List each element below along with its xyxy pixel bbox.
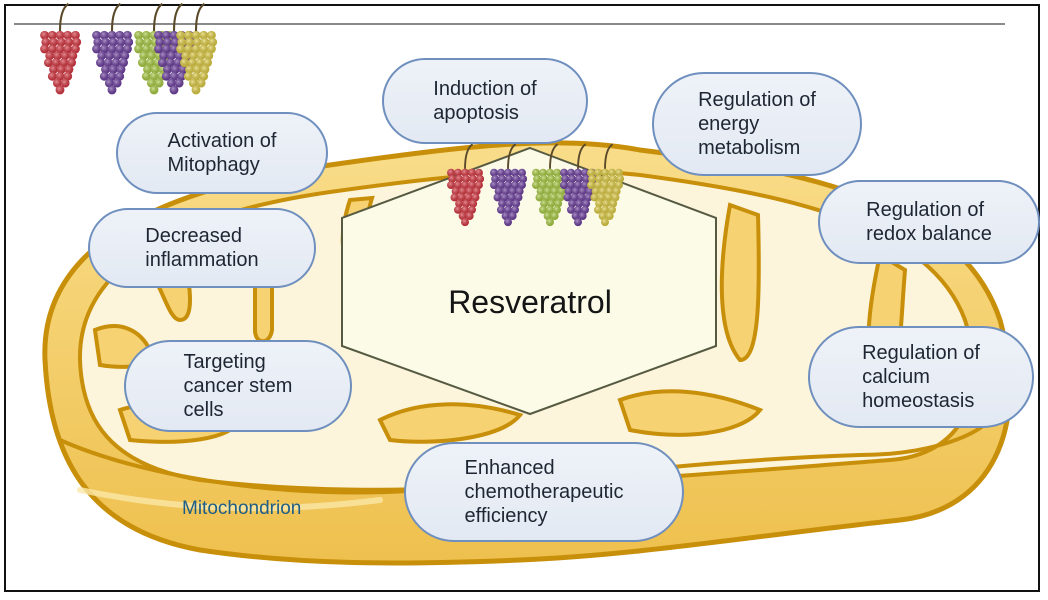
effect-bubble-calcium-homeostasis: Regulation of calcium homeostasis (808, 326, 1034, 428)
effect-bubble-apoptosis: Induction of apoptosis (382, 58, 588, 144)
grape-cluster-icon (40, 2, 82, 95)
resveratrol-label: Resveratrol (448, 284, 612, 320)
effect-label: Regulation of redox balance (866, 199, 992, 245)
effect-bubble-cancer-stem-cells: Targeting cancer stem cells (124, 340, 352, 432)
grape-cluster-icon (92, 2, 134, 95)
effect-bubble-inflammation: Decreased inflammation (88, 208, 316, 288)
grape-cluster-group-hexagon (447, 143, 625, 227)
effect-label: Regulation of calcium homeostasis (862, 342, 980, 412)
effect-bubble-mitophagy: Activation of Mitophagy (116, 112, 328, 194)
grape-cluster-icon (176, 2, 218, 95)
effect-bubble-redox-balance: Regulation of redox balance (818, 180, 1040, 264)
effect-label: Decreased inflammation (145, 225, 259, 271)
grape-cluster-group-top (40, 2, 218, 95)
resveratrol-hexagon (341, 146, 717, 416)
effect-label: Induction of apoptosis (433, 78, 537, 124)
mitochondrion-label: Mitochondrion (182, 498, 302, 519)
effect-bubble-energy-metabolism: Regulation of energy metabolism (652, 72, 862, 176)
effect-label: Targeting cancer stem cells (183, 351, 293, 421)
grape-cluster-icon (447, 143, 485, 227)
effect-label: Activation of Mitophagy (167, 130, 277, 176)
effect-label: Regulation of energy metabolism (698, 89, 816, 159)
grape-cluster-icon (490, 143, 528, 227)
grape-cluster-icon (587, 143, 625, 227)
membrane-highlight (77, 487, 383, 512)
effect-bubble-chemotherapeutic-efficiency: Enhanced chemotherapeutic efficiency (404, 442, 684, 542)
effect-label: Enhanced chemotherapeutic efficiency (464, 457, 624, 527)
